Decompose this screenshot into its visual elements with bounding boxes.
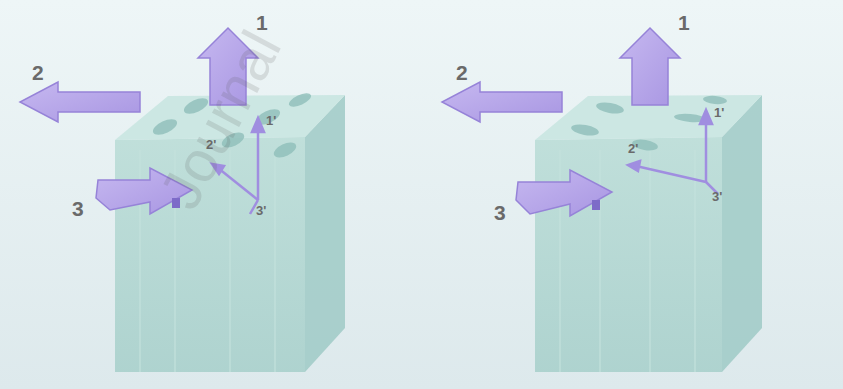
material-axis-label: 2' [628, 142, 638, 155]
material-axis-label: 1' [714, 106, 724, 119]
load-direction-number: 3 [72, 198, 84, 219]
right-cube [442, 28, 762, 372]
material-axis-label: 3' [712, 190, 722, 203]
load-direction-number: 3 [494, 202, 506, 223]
material-axis-label: 3' [256, 204, 266, 217]
load-direction-number: 2 [32, 62, 44, 83]
load-direction-number: 1 [678, 12, 690, 33]
load-direction-number: 2 [456, 62, 468, 83]
load-direction-number: 1 [256, 12, 268, 33]
material-axis-label: 1' [266, 114, 276, 127]
